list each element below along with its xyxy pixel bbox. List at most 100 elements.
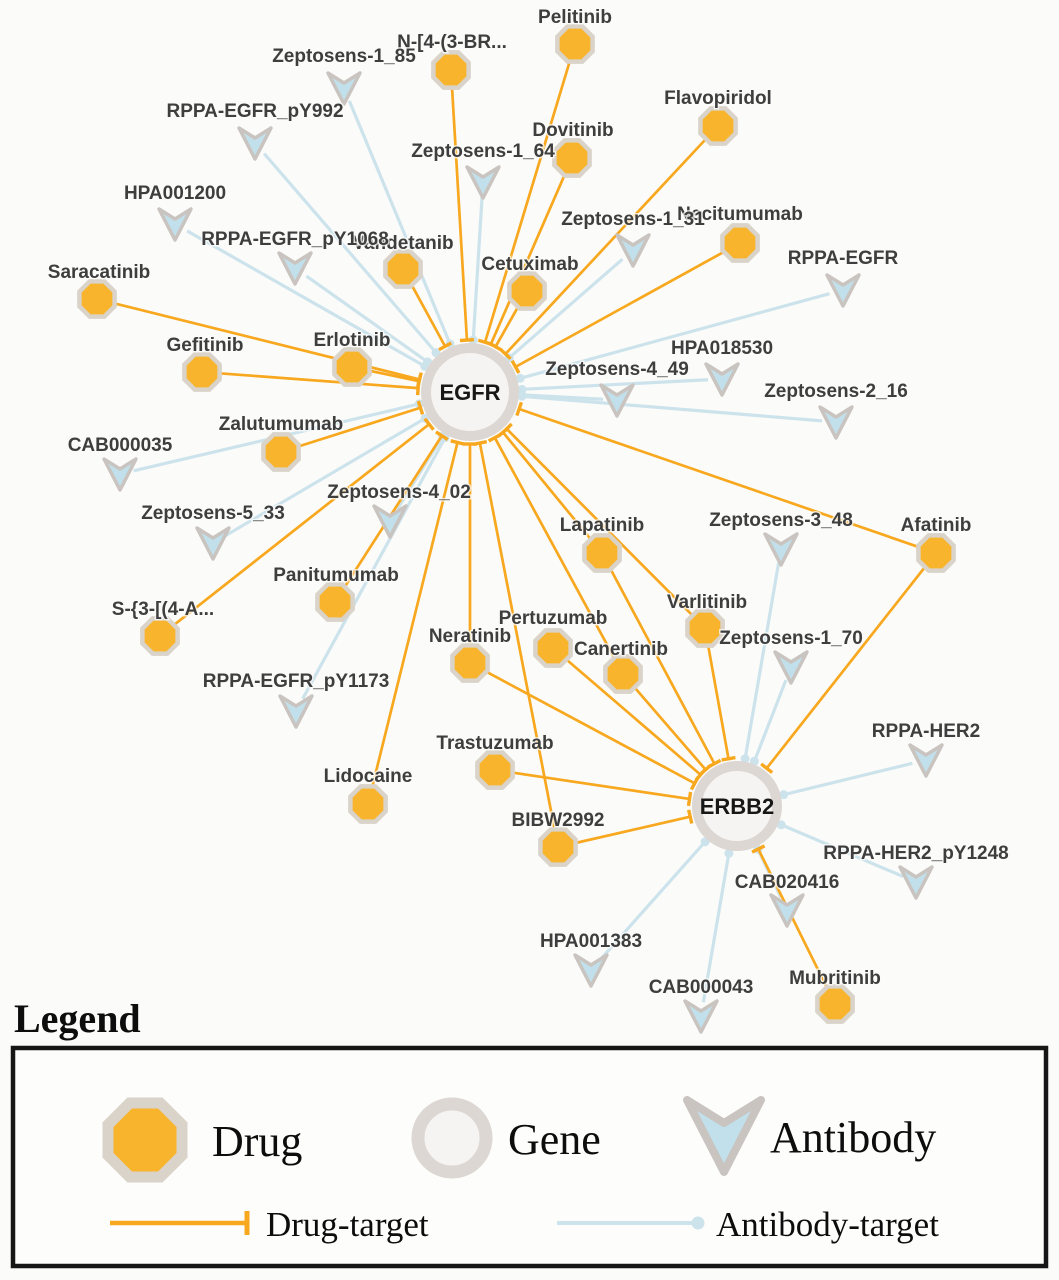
- drug-octagon-icon[interactable]: [916, 533, 956, 573]
- drug-octagon-icon[interactable]: [140, 616, 180, 656]
- gene-node-erbb2[interactable]: ERBB2: [692, 761, 782, 851]
- drug-octagon-icon[interactable]: [603, 654, 643, 694]
- drug-node-afatinib[interactable]: [916, 533, 956, 573]
- drug-octagon-icon[interactable]: [685, 608, 725, 648]
- antibody-chevron-icon[interactable]: [825, 273, 861, 308]
- antibody-chevron-icon[interactable]: [773, 650, 809, 685]
- antibody-chevron-icon[interactable]: [195, 526, 231, 561]
- antibody-chevron-icon[interactable]: [898, 865, 934, 900]
- drug-node-s3_4a[interactable]: [140, 616, 180, 656]
- antibody-node-rppa_her2_py1248[interactable]: [898, 865, 934, 900]
- antibody-chevron-icon[interactable]: [615, 233, 651, 268]
- drug-octagon-icon[interactable]: [431, 50, 471, 90]
- drug-node-neratinib[interactable]: [450, 643, 490, 683]
- node-label-zeptosens_1_31: Zeptosens-1_31: [561, 209, 705, 230]
- node-label-saracatinib: Saracatinib: [48, 262, 150, 283]
- drug-node-dovitinib[interactable]: [552, 138, 592, 178]
- drug-octagon-icon[interactable]: [507, 271, 547, 311]
- drug-node-n4_3br[interactable]: [431, 50, 471, 90]
- antibody-chevron-icon[interactable]: [818, 405, 854, 440]
- gene-node-egfr[interactable]: EGFR: [421, 343, 519, 441]
- drug-octagon-icon[interactable]: [348, 784, 388, 824]
- antibody-chevron-icon[interactable]: [277, 251, 313, 286]
- antibody-chevron-icon[interactable]: [763, 532, 799, 567]
- antibody-node-zeptosens_1_31[interactable]: [615, 233, 651, 268]
- antibody-node-zeptosens_3_48[interactable]: [763, 532, 799, 567]
- drug-node-pelitinib[interactable]: [555, 24, 595, 64]
- drug-octagon-icon[interactable]: [555, 24, 595, 64]
- drug-node-bibw2992[interactable]: [538, 827, 578, 867]
- drug-octagon-icon[interactable]: [698, 106, 738, 146]
- antibody-chevron-icon[interactable]: [372, 504, 408, 539]
- antibody-chevron-icon[interactable]: [704, 362, 740, 397]
- drug-node-lapatinib[interactable]: [582, 533, 622, 573]
- gene-circle-icon[interactable]: [692, 761, 782, 851]
- antibody-chevron-icon[interactable]: [326, 71, 362, 106]
- antibody-node-cab000035[interactable]: [102, 457, 138, 492]
- drug-octagon-icon[interactable]: [475, 750, 515, 790]
- drug-octagon-icon[interactable]: [383, 249, 423, 289]
- gene-circle-icon[interactable]: [421, 343, 519, 441]
- drug-node-pertuzumab[interactable]: [533, 628, 573, 668]
- drug-node-necitumumab[interactable]: [720, 223, 760, 263]
- drug-octagon-icon[interactable]: [450, 643, 490, 683]
- antibody-target-dot-icon: [515, 373, 525, 383]
- drug-octagon-icon[interactable]: [315, 582, 355, 622]
- antibody-chevron-icon[interactable]: [278, 694, 314, 729]
- drug-node-cetuximab[interactable]: [507, 271, 547, 311]
- antibody-node-hpa018530[interactable]: [704, 362, 740, 397]
- drug-octagon-icon[interactable]: [552, 138, 592, 178]
- drug-node-varlitinib[interactable]: [685, 608, 725, 648]
- antibody-node-cab000043[interactable]: [683, 999, 719, 1034]
- drug-octagon-icon[interactable]: [720, 223, 760, 263]
- node-label-zeptosens_4_49: Zeptosens-4_49: [545, 359, 689, 380]
- antibody-node-cab020416[interactable]: [769, 893, 805, 928]
- drug-octagon-icon[interactable]: [533, 628, 573, 668]
- antibody-node-hpa001383[interactable]: [573, 953, 609, 988]
- antibody-chevron-icon[interactable]: [908, 743, 944, 778]
- antibody-chevron-icon[interactable]: [465, 165, 501, 200]
- antibody-node-zeptosens_4_02[interactable]: [372, 504, 408, 539]
- node-label-cab000043: CAB000043: [649, 977, 754, 998]
- antibody-node-zeptosens_5_33[interactable]: [195, 526, 231, 561]
- antibody-node-zeptosens_4_49[interactable]: [599, 383, 635, 418]
- antibody-chevron-icon[interactable]: [599, 383, 635, 418]
- antibody-chevron-icon[interactable]: [683, 999, 719, 1034]
- antibody-node-rppa_her2[interactable]: [908, 743, 944, 778]
- drug-node-vandetanib[interactable]: [383, 249, 423, 289]
- drug-octagon-icon[interactable]: [332, 347, 372, 387]
- antibody-node-rppa_egfr[interactable]: [825, 273, 861, 308]
- node-label-pelitinib: Pelitinib: [538, 7, 612, 28]
- antibody-node-zeptosens_1_70[interactable]: [773, 650, 809, 685]
- drug-octagon-icon[interactable]: [77, 279, 117, 319]
- drug-node-canertinib[interactable]: [603, 654, 643, 694]
- antibody-node-zeptosens_1_85[interactable]: [326, 71, 362, 106]
- drug-octagon-icon[interactable]: [261, 432, 301, 472]
- drug-node-trastuzumab[interactable]: [475, 750, 515, 790]
- antibody-chevron-icon[interactable]: [237, 126, 273, 161]
- antibody-chevron-icon[interactable]: [102, 457, 138, 492]
- antibody-node-rppa_egfr_py1068[interactable]: [277, 251, 313, 286]
- drug-node-gefitinib[interactable]: [182, 352, 222, 392]
- antibody-chevron-icon[interactable]: [157, 207, 193, 242]
- antibody-chevron-icon[interactable]: [573, 953, 609, 988]
- antibody-node-hpa001200[interactable]: [157, 207, 193, 242]
- antibody-chevron-icon[interactable]: [769, 893, 805, 928]
- drug-octagon-icon[interactable]: [182, 352, 222, 392]
- edge-varlitinib-erbb2: [706, 641, 736, 762]
- drug-node-flavopiridol[interactable]: [698, 106, 738, 146]
- drug-octagon-icon[interactable]: [538, 827, 578, 867]
- drug-node-mubritinib[interactable]: [815, 984, 855, 1024]
- drug-octagon-icon[interactable]: [815, 984, 855, 1024]
- antibody-node-rppa_egfr_py1173[interactable]: [278, 694, 314, 729]
- drug-node-panitumumab[interactable]: [315, 582, 355, 622]
- antibody-node-rppa_egfr_py992[interactable]: [237, 126, 273, 161]
- drug-target-tee-icon: [760, 762, 774, 774]
- antibody-node-zeptosens_2_16[interactable]: [818, 405, 854, 440]
- drug-node-erlotinib[interactable]: [332, 347, 372, 387]
- antibody-node-zeptosens_1_64[interactable]: [465, 165, 501, 200]
- drug-node-saracatinib[interactable]: [77, 279, 117, 319]
- drug-octagon-icon[interactable]: [582, 533, 622, 573]
- drug-node-zalutumumab[interactable]: [261, 432, 301, 472]
- drug-node-lidocaine[interactable]: [348, 784, 388, 824]
